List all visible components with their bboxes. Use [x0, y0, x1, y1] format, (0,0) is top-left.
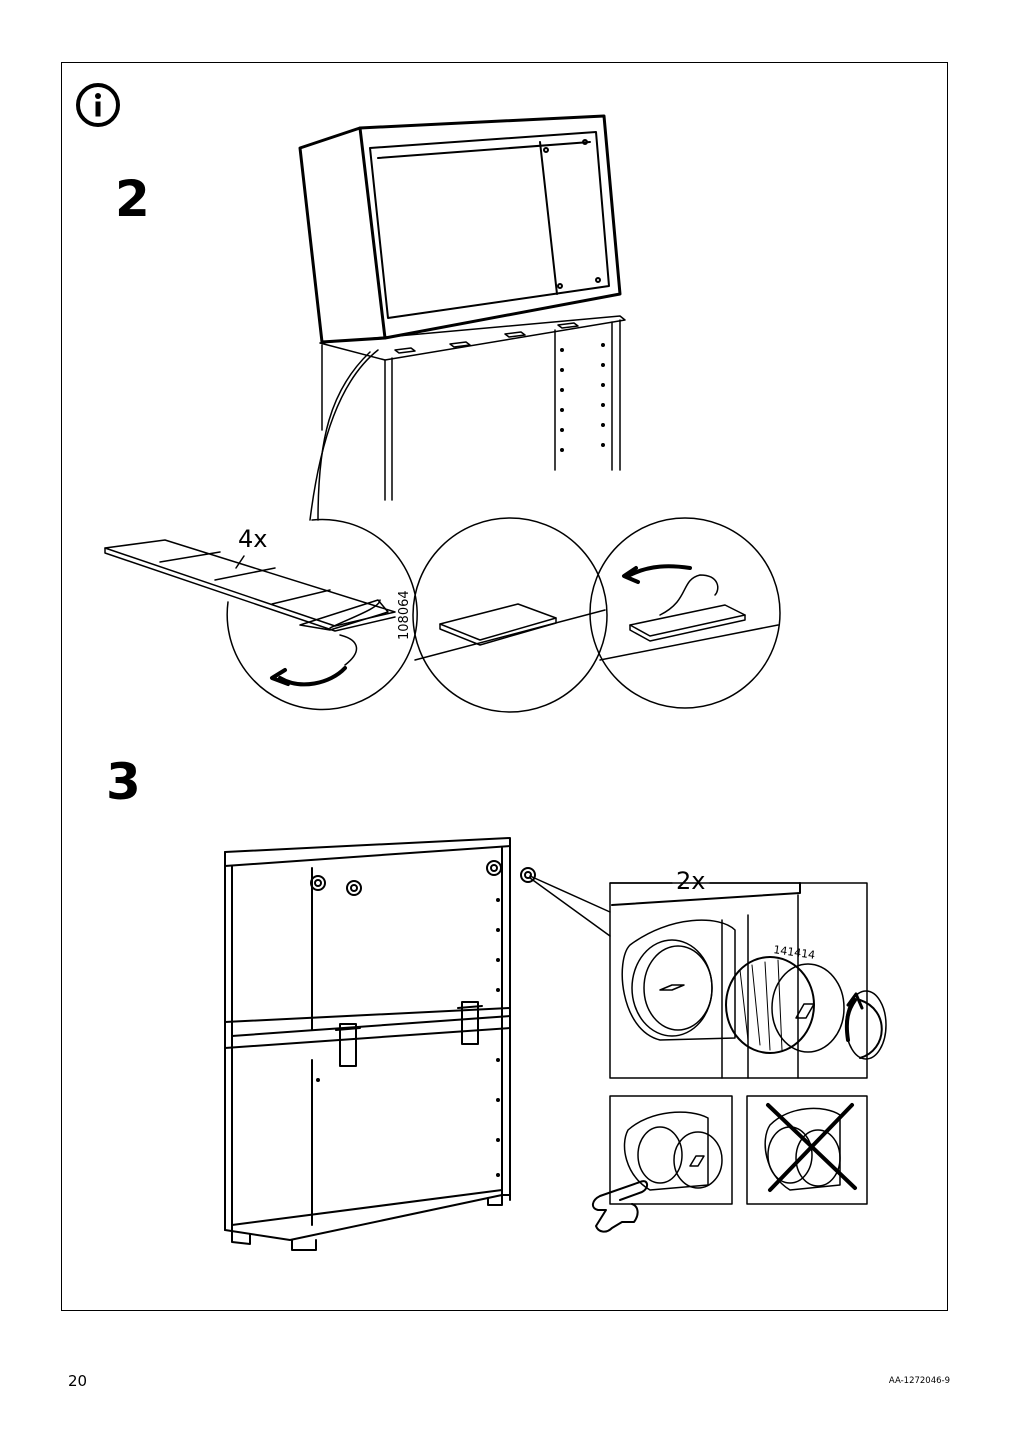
shelf-holes	[560, 343, 605, 452]
pointing-hand-icon	[592, 1180, 648, 1233]
upper-cabinet	[298, 114, 622, 344]
step3-part-number: 141414	[773, 943, 816, 962]
info-icon	[76, 83, 120, 127]
document-code: AA-1272046-9	[888, 1376, 950, 1386]
detail-circle-peel-top	[589, 517, 781, 709]
cross-mark-icon	[766, 1103, 857, 1192]
zoom-line	[529, 875, 611, 913]
detail-box-connector	[609, 882, 887, 1079]
page-number: 20	[68, 1372, 88, 1390]
step3-quantity-label: 2x	[676, 867, 705, 895]
instruction-frame	[61, 62, 948, 1311]
lower-cabinet	[319, 315, 626, 501]
step2-quantity-label: 4x	[238, 525, 267, 553]
step-number-3: 3	[106, 753, 141, 811]
pad-strip	[104, 539, 396, 632]
step-number-2: 2	[115, 170, 150, 228]
detail-circle-pad	[412, 517, 608, 713]
detail-circle-peel	[226, 518, 418, 711]
step2-part-number: 108064	[397, 590, 412, 640]
assembled-cabinets	[224, 837, 536, 1251]
detail-box-correct	[609, 1095, 733, 1205]
leader-line	[309, 349, 379, 521]
